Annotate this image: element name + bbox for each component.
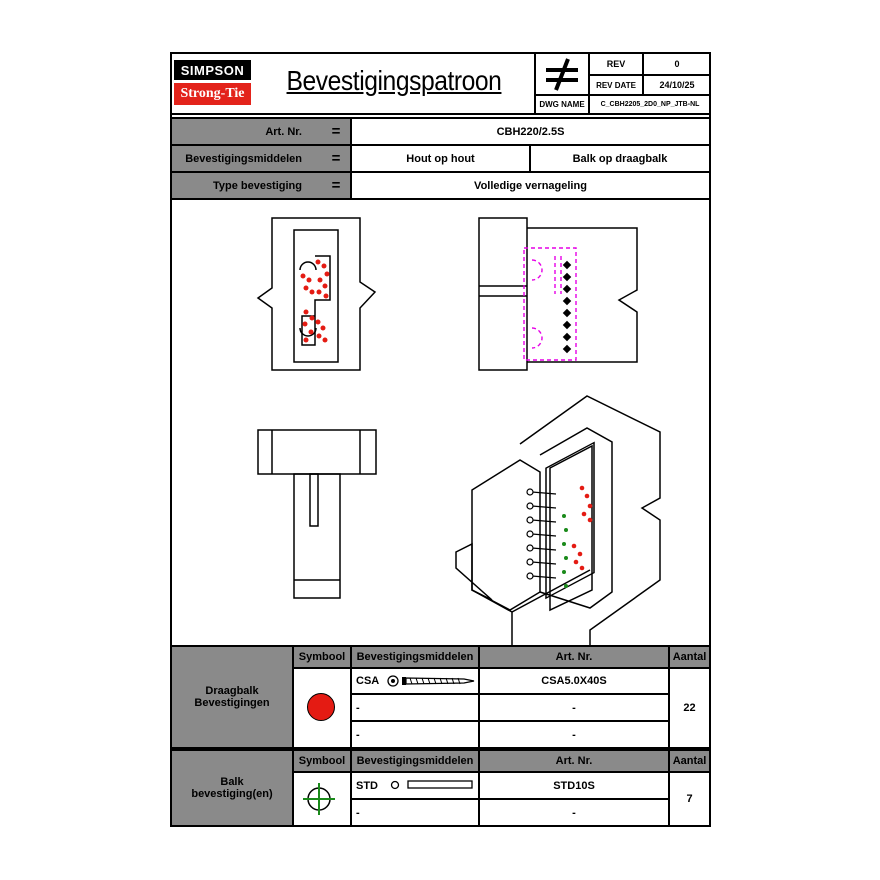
divider: [170, 645, 711, 647]
divider: [292, 645, 294, 827]
table1-header-symbol: Symbool: [294, 647, 350, 667]
table2-group-label-line2: bevestiging(en): [191, 788, 273, 800]
side-view-hanger: [523, 247, 577, 361]
table1-art-3: -: [572, 728, 576, 741]
rev-label: REV: [606, 59, 626, 69]
front-view-nails: [300, 259, 330, 343]
table2-group-label: Balk bevestiging(en): [172, 751, 292, 825]
type-value: Volledige vernageling: [474, 179, 587, 192]
divider: [350, 720, 668, 722]
means-label: Bevestigingsmiddelen: [172, 146, 350, 171]
table1-means-3: -: [356, 728, 360, 741]
table2-means-2: -: [356, 806, 360, 819]
isometric-view: [455, 395, 661, 645]
table2-header-art: Art. Nr.: [480, 751, 668, 771]
strong-tie-logo: Strong-Tie: [174, 83, 251, 105]
table1-group-label-line2: Bevestigingen: [194, 697, 270, 709]
front-view: [256, 217, 377, 371]
rev-value: 0: [674, 59, 680, 69]
divider: [350, 117, 352, 198]
table2-art-1: STD10S: [553, 779, 595, 792]
table1-means-1: CSA: [356, 675, 380, 687]
side-view-nails: [562, 260, 572, 354]
table1-header-qty: Aantal: [670, 647, 709, 667]
divider: [350, 693, 668, 695]
divider: [170, 198, 711, 200]
rev-date-label: REV DATE: [596, 80, 636, 90]
divider: [588, 74, 710, 76]
table1-group-label-line1: Draagbalk: [205, 685, 259, 697]
means-value-wood: Hout op hout: [406, 152, 475, 165]
dowel-icon: [390, 780, 473, 790]
table2-art-2: -: [572, 806, 576, 819]
table2-means-1: STD: [356, 779, 378, 792]
isometric-green-nails: [562, 514, 568, 588]
table1-means-2: -: [356, 701, 360, 714]
table1-qty: 22: [683, 702, 696, 714]
means-value-beam: Balk op draagbalk: [572, 152, 668, 165]
crosshair-symbol-icon: [303, 783, 335, 815]
art-label: Art. Nr.: [172, 119, 350, 144]
equals-sign: =: [331, 177, 341, 194]
divider: [529, 144, 531, 171]
isometric-nails: [571, 485, 593, 571]
top-view: [257, 429, 377, 599]
dwg-name-value: C_CBH2205_2D0_NP_JTB-NL: [600, 101, 700, 108]
table1-header-means: Bevestigingsmiddelen: [352, 647, 478, 667]
divider: [170, 144, 711, 146]
page-title: Bevestigingspatroon: [286, 65, 502, 96]
divider: [668, 645, 670, 827]
table2-header-qty: Aantal: [670, 751, 709, 771]
divider: [292, 667, 711, 669]
table2-header-means: Bevestigingsmiddelen: [352, 751, 478, 771]
technical-drawings: [256, 217, 661, 645]
type-label: Type bevestiging: [172, 173, 350, 198]
red-dot-symbol-icon: [307, 693, 335, 721]
divider: [588, 52, 590, 114]
divider: [170, 747, 711, 751]
table1-art-2: -: [572, 701, 576, 714]
table2-qty: 7: [686, 793, 693, 805]
divider: [170, 113, 711, 115]
divider: [350, 798, 668, 800]
divider: [170, 117, 711, 119]
table2-group-label-line1: Balk: [220, 776, 244, 788]
dwg-name-label: DWG NAME: [539, 100, 585, 109]
divider: [534, 94, 710, 96]
table1-group-label: Draagbalk Bevestigingen: [172, 647, 292, 747]
rev-date-value: 24/10/25: [659, 80, 695, 90]
simpson-logo: SIMPSON: [174, 60, 251, 80]
divider: [642, 52, 644, 94]
table1-art-1: CSA5.0X40S: [541, 675, 607, 687]
divider: [170, 171, 711, 173]
divider: [350, 645, 352, 827]
art-value: CBH220/2.5S: [496, 125, 565, 138]
not-equal-icon: [546, 58, 578, 91]
drawing-frame: [170, 52, 711, 827]
divider: [292, 771, 711, 773]
isometric-screws: [526, 488, 557, 580]
table1-header-art: Art. Nr.: [480, 647, 668, 667]
divider: [534, 52, 536, 114]
screw-icon: [387, 675, 475, 687]
table2-header-symbol: Symbool: [294, 751, 350, 771]
side-view: [478, 217, 638, 371]
equals-sign: =: [331, 150, 341, 167]
equals-sign: =: [331, 123, 341, 140]
divider: [478, 645, 480, 827]
